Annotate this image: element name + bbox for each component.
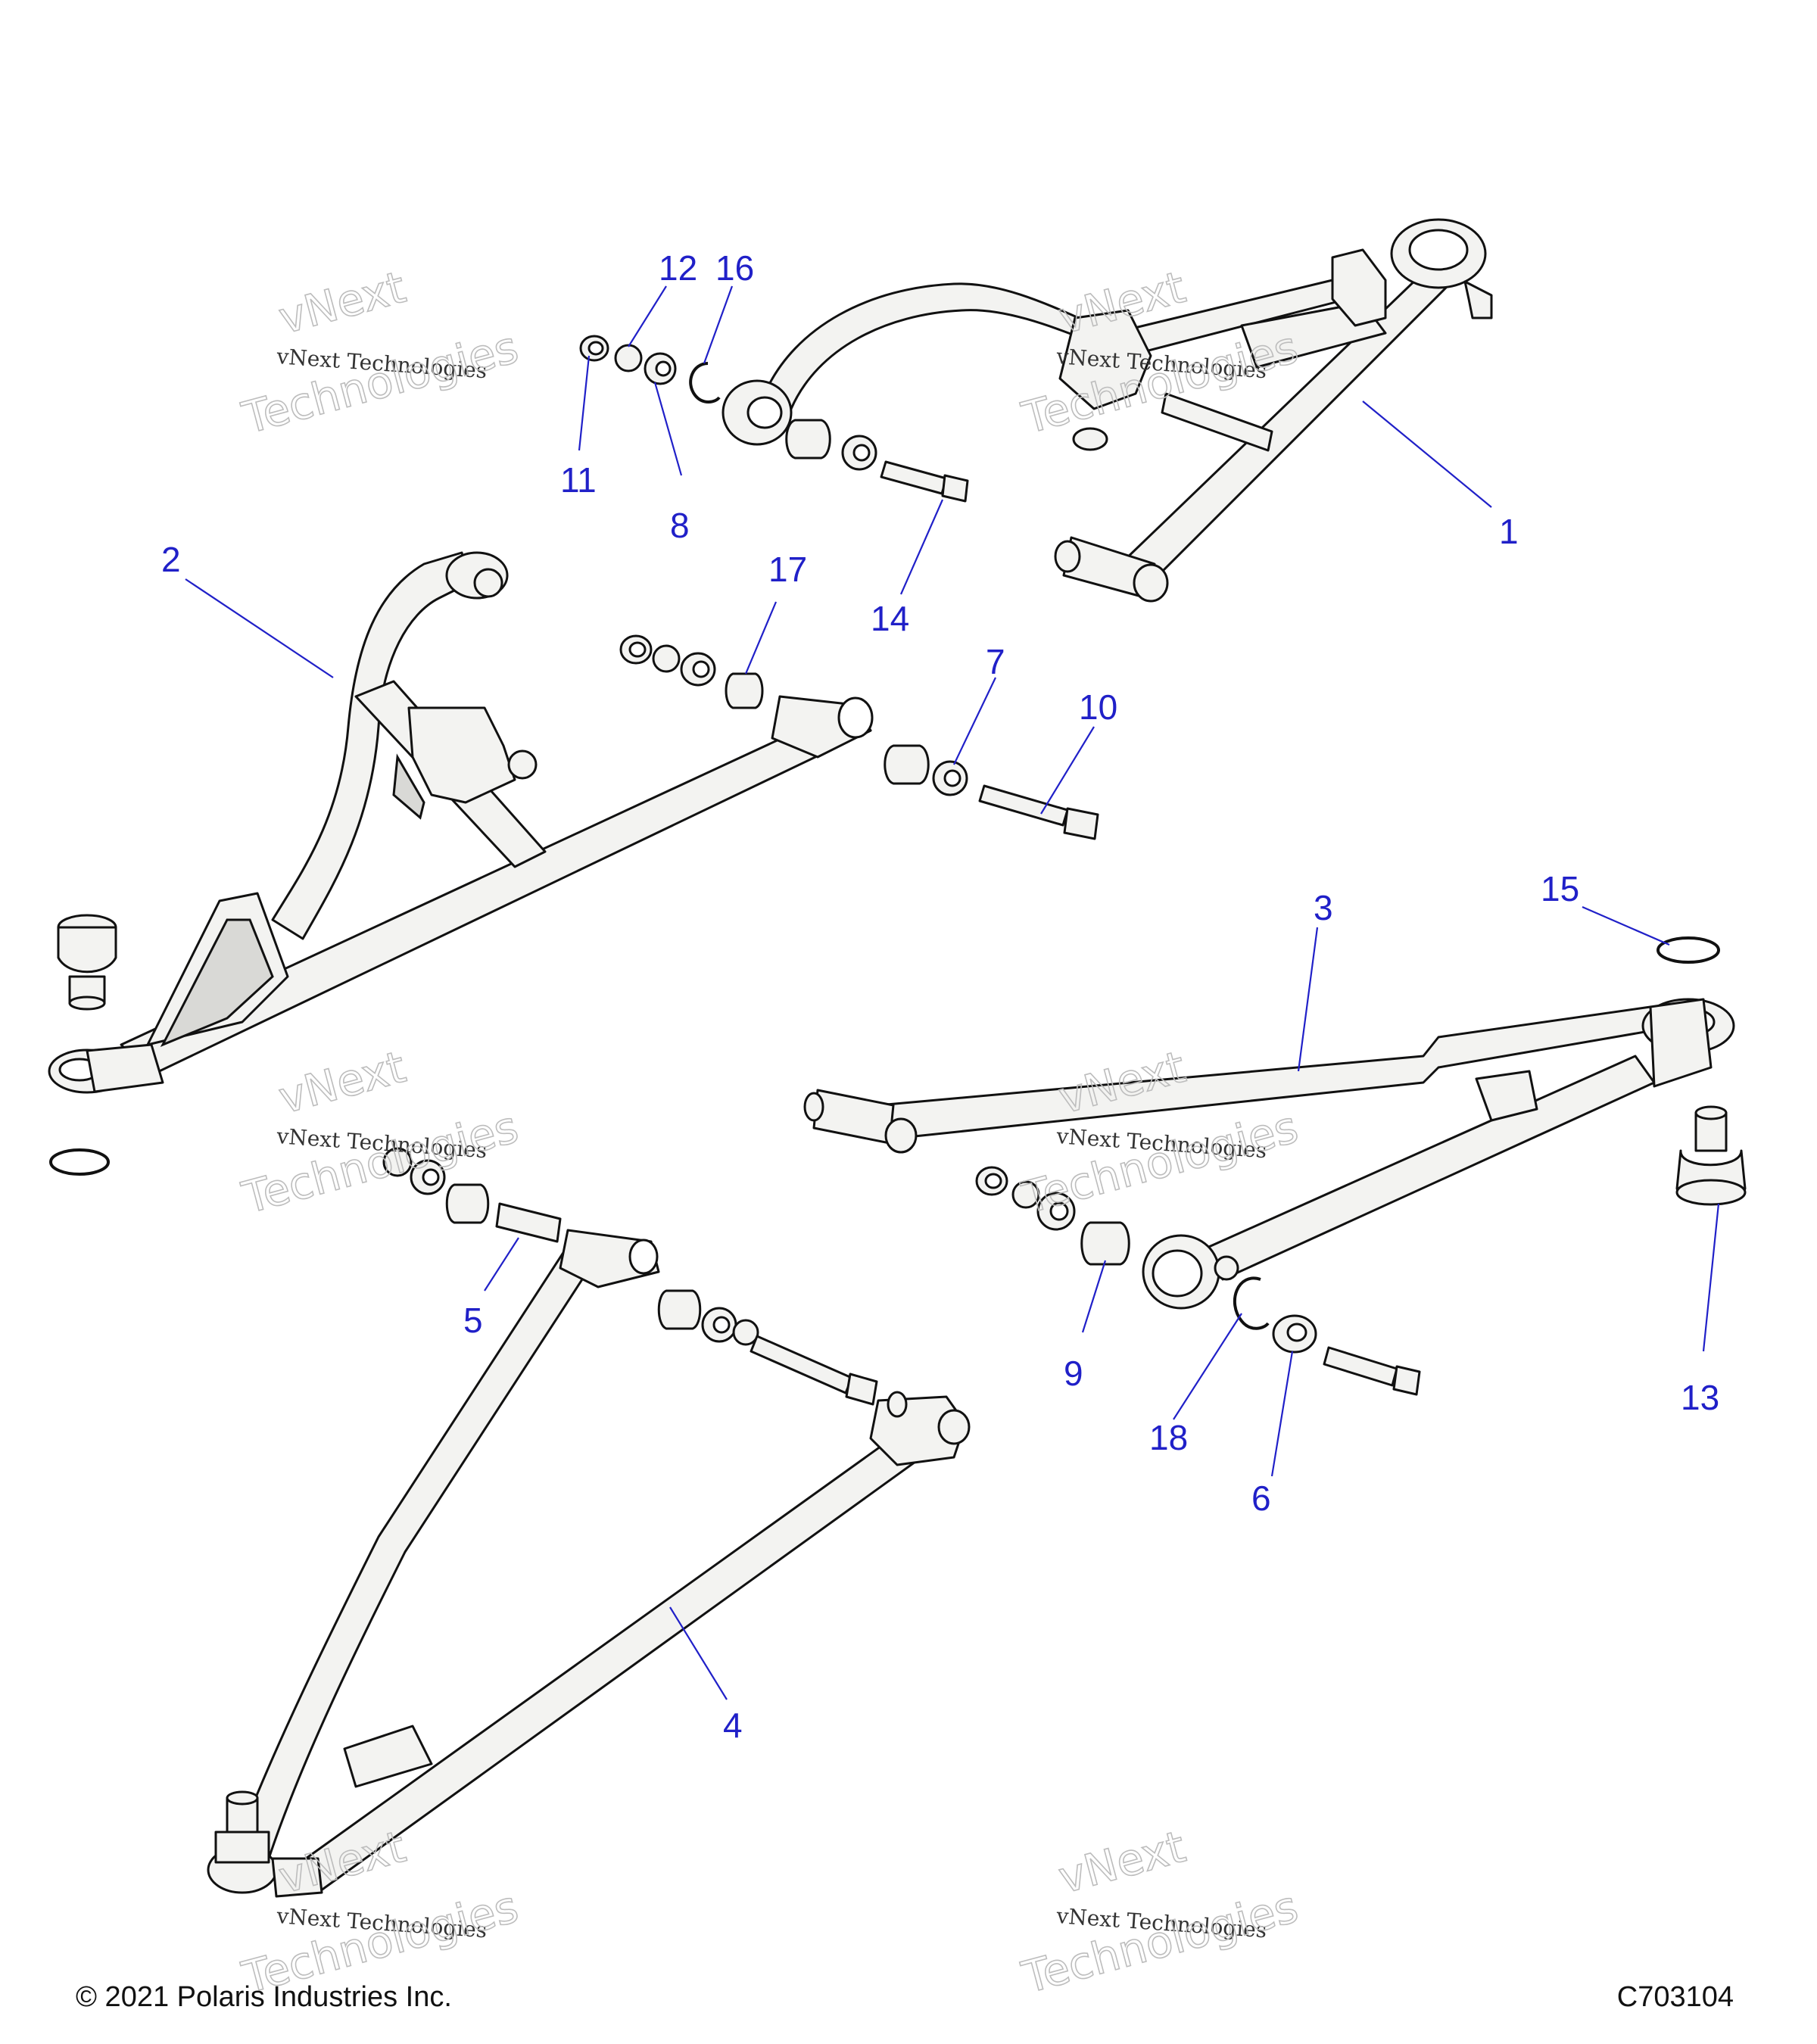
watermark-1: vNext vNext Technologies Technologies [236, 260, 524, 444]
svg-text:vNext: vNext [1053, 1821, 1190, 1904]
callout-6: 6 [1251, 1478, 1271, 1518]
watermark-6: vNext vNext Technologies Technologies [1016, 1820, 1304, 2004]
hardware-lower-rear [975, 1166, 1421, 1396]
svg-text:vNext: vNext [273, 261, 410, 344]
upper-a-arm-2 [48, 551, 874, 1094]
callout-12: 12 [659, 248, 697, 288]
figure-id: C703104 [1616, 1981, 1734, 2013]
callout-17: 17 [768, 550, 807, 589]
watermark-4: vNext vNext Technologies Technologies [1016, 1040, 1304, 1224]
callouts: 1 2 3 4 5 6 7 8 9 10 11 12 13 14 15 16 1 [161, 248, 1719, 1745]
hardware-upper-rear [619, 634, 1099, 840]
callout-13: 13 [1681, 1378, 1719, 1417]
callout-5: 5 [463, 1301, 483, 1340]
callout-15: 15 [1541, 869, 1579, 908]
callout-18: 18 [1149, 1418, 1188, 1457]
callout-3: 3 [1314, 888, 1333, 927]
watermark-2: vNext vNext Technologies Technologies [1016, 260, 1304, 444]
callout-10: 10 [1079, 687, 1117, 727]
callout-16: 16 [715, 248, 754, 288]
callout-2: 2 [161, 540, 181, 579]
copyright-text: © 2021 Polaris Industries Inc. [76, 1981, 452, 2013]
lower-a-arm-3 [803, 998, 1735, 1310]
ball-joint-left [57, 914, 117, 1011]
watermark-5: vNext vNext Technologies Technologies [236, 1820, 524, 2004]
hardware-lower-front [382, 1147, 878, 1406]
hardware-upper-front [579, 335, 969, 503]
callout-4: 4 [723, 1706, 743, 1745]
svg-text:vNext: vNext [273, 1041, 410, 1124]
callout-8: 8 [670, 506, 690, 545]
callout-14: 14 [871, 599, 909, 638]
ball-joint-right [1675, 1105, 1747, 1206]
callout-1: 1 [1499, 512, 1519, 551]
circlip-right [1656, 936, 1720, 964]
lower-a-arm-4 [207, 1229, 971, 1898]
callout-11: 11 [560, 460, 597, 500]
circlip-left [49, 1148, 110, 1176]
upper-a-arm-1 [722, 218, 1493, 603]
callout-9: 9 [1064, 1354, 1083, 1393]
callout-7: 7 [986, 642, 1005, 681]
